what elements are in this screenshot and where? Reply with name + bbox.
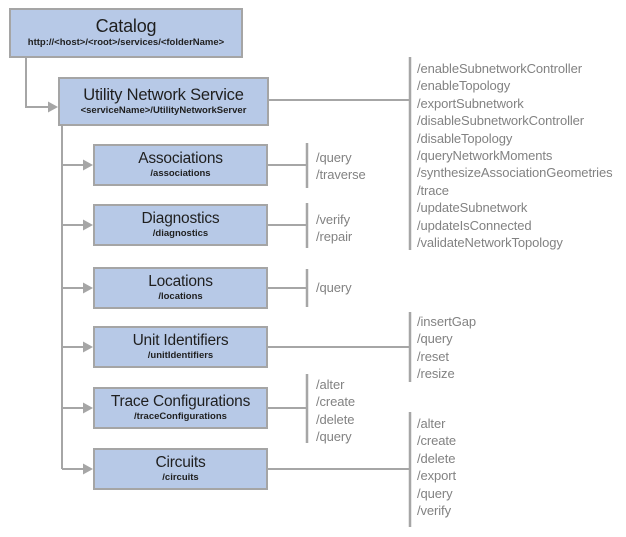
operation-list-bars (305, 57, 412, 527)
node-circuits: Circuits /circuits (93, 448, 268, 490)
node-utility-network-service: Utility Network Service <serviceName>/Ut… (58, 77, 269, 126)
node-utility-network-service-title: Utility Network Service (83, 85, 244, 104)
node-locations-path: /locations (158, 290, 203, 302)
operation-label: /exportSubnetwork (417, 95, 524, 111)
operation-label: /reset (417, 348, 449, 364)
operation-label: /queryNetworkMoments (417, 148, 553, 164)
node-diagnostics-title: Diagnostics (141, 209, 220, 227)
operation-label: /disableSubnetworkController (417, 113, 585, 129)
operation-label: /query (316, 150, 352, 165)
arrowhead-icon (83, 219, 93, 231)
operation-label: /query (417, 331, 453, 347)
arrowhead-icon (83, 282, 93, 294)
node-catalog: Catalog http://<host>/<root>/services/<f… (9, 8, 243, 58)
node-diagnostics: Diagnostics /diagnostics (93, 204, 268, 246)
operations-list-utility-network-service: /enableSubnetworkController/enableTopolo… (417, 60, 613, 251)
operation-label: /repair (316, 229, 353, 245)
operations-list-unit-identifiers: /insertGap/query/reset/resize (417, 313, 476, 383)
operation-label: /export (417, 468, 457, 484)
operations-list-diagnostics: /verify/repair (316, 211, 352, 246)
node-trace-configurations-title: Trace Configurations (110, 392, 251, 410)
node-diagnostics-path: /diagnostics (152, 227, 209, 239)
operation-label: /traverse (316, 167, 366, 183)
arrowhead-icon (48, 101, 58, 113)
arrowhead-icon (83, 402, 93, 414)
operation-label: /updateIsConnected (417, 217, 532, 233)
operation-label: /enableSubnetworkController (417, 61, 582, 76)
arrowhead-icon (83, 159, 93, 171)
operation-label: /query (417, 485, 453, 501)
node-circuits-title: Circuits (155, 453, 206, 471)
operation-label: /alter (417, 416, 446, 431)
connector-operation-links (268, 99, 409, 470)
operations-list-locations: /query (316, 279, 352, 296)
node-associations: Associations /associations (93, 144, 268, 186)
operation-label: /synthesizeAssociationGeometries (417, 165, 613, 181)
arrowhead-icon (83, 341, 93, 353)
branch-arrowheads (83, 159, 93, 475)
operation-label: /resize (417, 366, 455, 382)
node-unit-identifiers-path: /unitIdentifiers (147, 349, 214, 361)
node-unit-identifiers: Unit Identifiers /unitIdentifiers (93, 326, 268, 368)
operation-label: /query (316, 429, 352, 445)
operation-label: /validateNetworkTopology (417, 235, 563, 251)
operations-list-associations: /query/traverse (316, 149, 366, 184)
node-unit-identifiers-title: Unit Identifiers (132, 331, 229, 349)
operation-label: /insertGap (417, 314, 476, 329)
node-utility-network-service-path: <serviceName>/UtilityNetworkServer (80, 104, 247, 116)
operation-label: /alter (316, 377, 345, 392)
node-circuits-path: /circuits (162, 471, 199, 483)
node-locations: Locations /locations (93, 267, 268, 309)
connector-catalog-to-service (25, 58, 48, 108)
operation-label: /verify (316, 212, 350, 227)
operation-label: /disableTopology (417, 130, 513, 146)
operation-label: /create (316, 394, 356, 410)
operation-label: /query (316, 280, 352, 295)
node-catalog-url: http://<host>/<root>/services/<folderNam… (27, 37, 225, 49)
node-associations-path: /associations (150, 167, 211, 179)
operation-label: /trace (417, 182, 449, 198)
node-locations-title: Locations (148, 272, 213, 290)
node-catalog-title: Catalog (95, 16, 157, 37)
operations-list-trace-configurations: /alter/create/delete/query (316, 376, 355, 446)
node-trace-configurations-path: /traceConfigurations (134, 410, 227, 422)
operation-label: /updateSubnetwork (417, 200, 528, 216)
node-trace-configurations: Trace Configurations /traceConfiguration… (93, 387, 268, 429)
operation-label: /delete (417, 450, 456, 466)
connector-branches (62, 164, 83, 470)
operation-label: /enableTopology (417, 78, 511, 94)
operation-label: /delete (316, 411, 355, 427)
node-associations-title: Associations (138, 149, 223, 167)
arrowhead-icon (83, 463, 93, 475)
operation-label: /verify (417, 503, 451, 519)
operation-label: /create (417, 433, 457, 449)
operations-list-circuits: /alter/create/delete/export/query/verify (417, 415, 456, 519)
